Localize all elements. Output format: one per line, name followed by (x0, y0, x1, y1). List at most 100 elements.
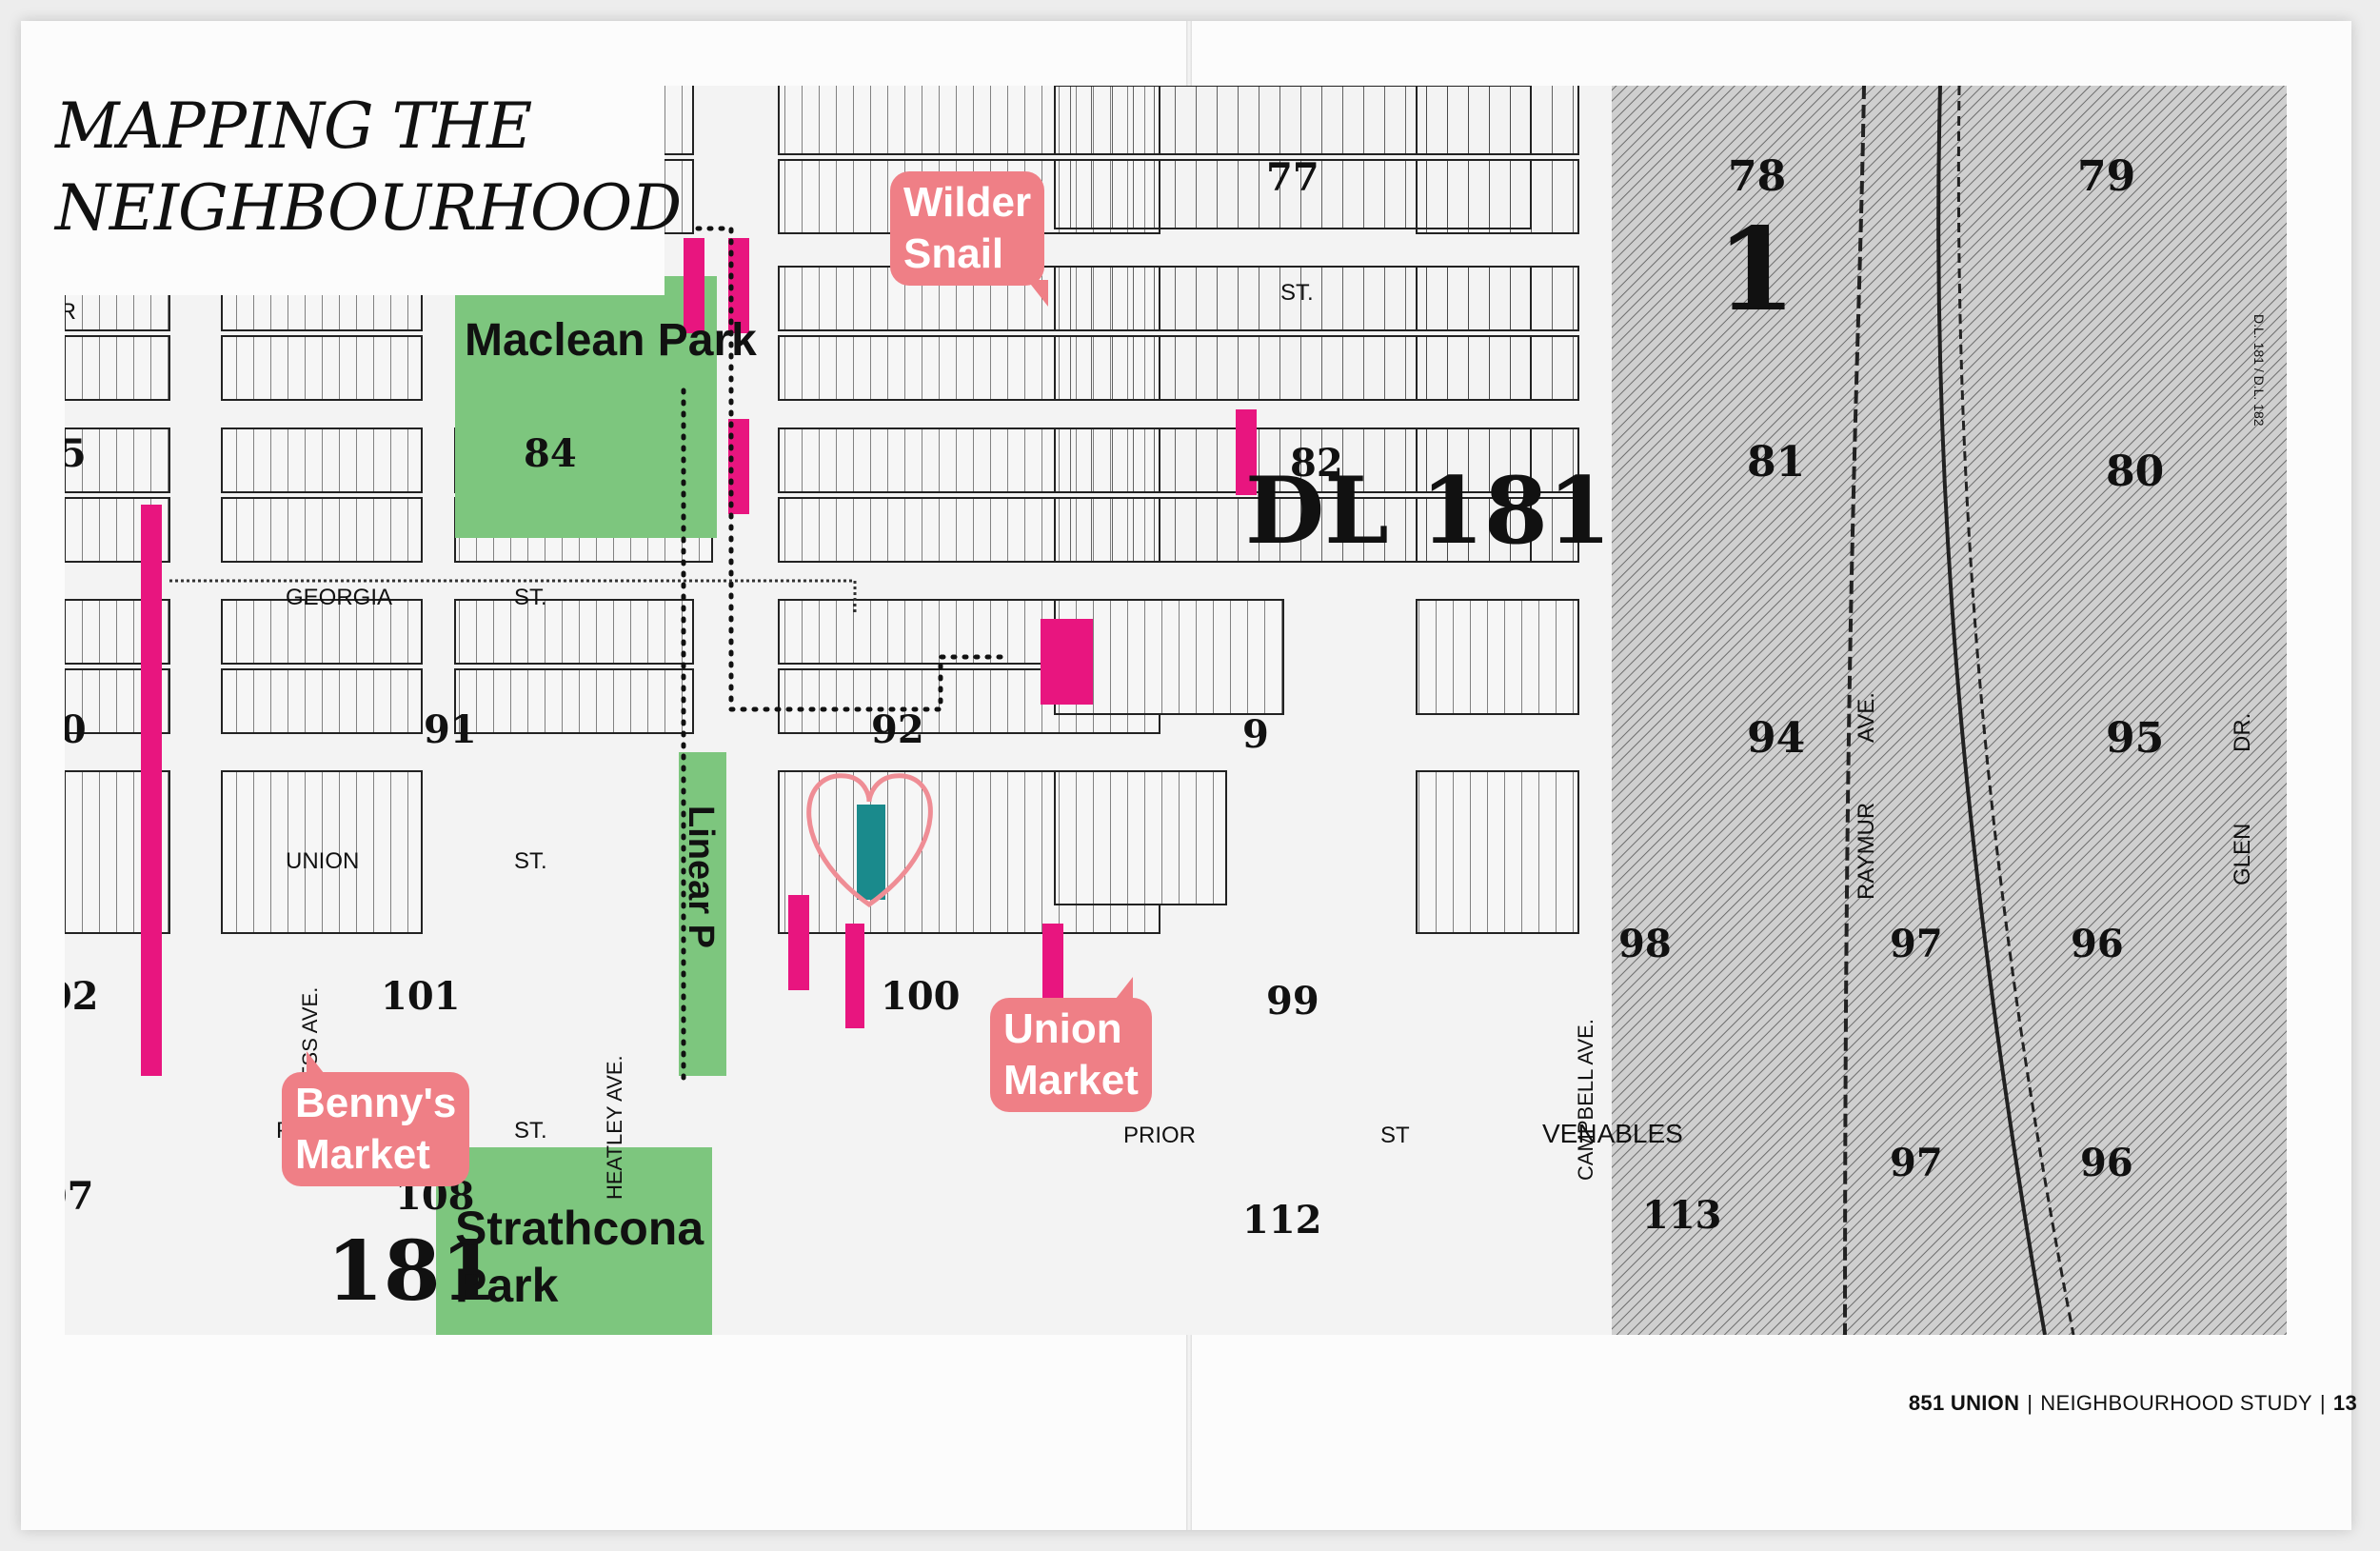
block-number-b84: 84 (524, 431, 577, 476)
walking-route (695, 226, 1010, 712)
block-number-b112: 112 (1242, 1198, 1322, 1243)
block-number-b79: 79 (2077, 152, 2135, 201)
highlight-parcel (845, 924, 864, 1028)
block-90-north-lots (65, 428, 170, 493)
block-79-north-lots (1416, 86, 1579, 155)
block-96-lots (1416, 599, 1579, 715)
block-101-north-lots (221, 599, 423, 665)
project-site-parcel (857, 805, 885, 900)
page-title: MAPPING THE NEIGHBOURHOOD (55, 86, 682, 295)
block-80-south-lots (1416, 335, 1579, 401)
title-line-2: NEIGHBOURHOOD (55, 171, 682, 245)
wilder-snail-callout: Wilder Snail (890, 171, 1049, 307)
street-georgia: GEORGIA (286, 585, 392, 610)
linear-park (679, 752, 726, 1076)
block-100-north-lots (454, 599, 694, 665)
block-number-b80: 80 (2106, 447, 2164, 496)
bennys-market-callout: Benny's Market (282, 1051, 470, 1186)
bennys-market-line1: Benny's (295, 1080, 457, 1126)
block-91-south-lots (221, 497, 423, 563)
block-number-b95: 95 (2106, 714, 2164, 763)
title-line-1: MAPPING THE (55, 89, 532, 163)
block-number-b92: 92 (871, 707, 924, 752)
highlight-parcel (1236, 409, 1257, 495)
union-market-callout: Union Market (990, 977, 1152, 1112)
block-number-b77: 77 (1266, 155, 1319, 200)
block-108-lots (221, 770, 423, 934)
railway-line (1843, 86, 1866, 1335)
street-prior_right: PRIOR (1123, 1123, 1196, 1148)
block-95-north-lots (1416, 428, 1579, 493)
district-lot-side-label: D.L. 181 / D.L. 182 (2251, 314, 2267, 427)
block-number-b91: 91 (424, 707, 477, 752)
big-number-1: 1 (1716, 203, 1796, 337)
block-number-b107: 107 (65, 1174, 94, 1219)
block-number-b94: 94 (1747, 714, 1805, 763)
block-number-b100: 100 (881, 974, 961, 1019)
street-heatley: HEATLEY AVE. (603, 1055, 626, 1200)
street-union: UNION (286, 848, 359, 874)
railway-line (1956, 86, 2075, 1335)
street-georgia_st: ST. (514, 585, 547, 610)
block-number-b181: 181 (327, 1223, 498, 1320)
block-number-b97b: 97 (1890, 1141, 1943, 1185)
block-number-b90: 90 (65, 707, 87, 752)
footer-separator: | (2319, 1391, 2326, 1415)
block-number-b102: 102 (65, 974, 99, 1019)
street-union_st: ST. (514, 848, 547, 874)
block-113-lots (1054, 770, 1227, 905)
heart-icon (806, 773, 933, 908)
wilder-snail-line1: Wilder (903, 179, 1032, 226)
block-85-south-lots (65, 335, 170, 401)
block-100-south-lots (454, 668, 694, 734)
street-venables: VENABLES (1542, 1119, 1683, 1148)
district-lot-label: DL 181 (1245, 457, 1612, 565)
strathcona-park (436, 1147, 712, 1335)
block-80-north-lots (1416, 266, 1579, 331)
block-96b-lots (1416, 770, 1579, 934)
industrial-hatched-area (1612, 86, 2287, 1335)
highlight-parcel (788, 895, 809, 990)
street-prior_right_st: ST (1380, 1123, 1410, 1148)
block-number-b96b: 96 (2080, 1141, 2133, 1185)
strathcona-park-line1: Strathcona (455, 1202, 704, 1255)
railway-line (1936, 86, 2047, 1335)
block-number-b96a: 96 (2071, 922, 2124, 966)
street-prior_left_st: ST. (514, 1118, 547, 1143)
maclean-park (455, 276, 717, 538)
street-raymur: RAYMUR (1854, 803, 1879, 900)
block-number-b81: 81 (1747, 438, 1805, 487)
street-glen: GLEN (2230, 824, 2255, 885)
highlight-parcel (141, 505, 162, 1076)
page-footer: 851 UNION|NEIGHBOURHOOD STUDY|13 (1909, 1391, 2357, 1416)
highlight-parcel (1041, 619, 1093, 705)
maclean-park-label: Maclean Park (465, 315, 757, 366)
street-raymur-ave: AVE. (1854, 692, 1879, 743)
highlight-parcel (1042, 924, 1063, 1019)
strathcona-park-line2: Park (455, 1259, 559, 1312)
page-number: 13 (2332, 1391, 2357, 1415)
block-number-b101: 101 (381, 974, 461, 1019)
street-keefer: EEFER (65, 299, 76, 325)
highlight-parcel (728, 419, 749, 514)
block-number-b97a: 97 (1890, 922, 1943, 966)
footer-separator: | (2027, 1391, 2033, 1415)
union-market-line2: Market (1003, 1057, 1139, 1104)
block-number-b99: 99 (1266, 979, 1319, 1024)
block-number-b98: 98 (1618, 922, 1672, 966)
block-number-b85: 85 (65, 431, 87, 476)
block-79-south-lots (1416, 159, 1579, 234)
street-glen-dr: DR. (2230, 713, 2255, 752)
wilder-snail-line2: Snail (903, 230, 1004, 277)
block-84-south-lots (221, 335, 423, 401)
callout-tail (1027, 280, 1049, 307)
block-number-b113: 113 (1642, 1193, 1722, 1238)
block-number-b82: 82 (1290, 441, 1343, 486)
street-st_mid: ST. (1280, 280, 1314, 306)
block-number-b78: 78 (1728, 152, 1786, 201)
block-91-north-lots (221, 428, 423, 493)
footer-section: NEIGHBOURHOOD STUDY (2040, 1391, 2312, 1415)
union-street-route (169, 579, 857, 614)
callout-tail (307, 1051, 327, 1078)
union-market-line1: Union (1003, 1005, 1122, 1052)
